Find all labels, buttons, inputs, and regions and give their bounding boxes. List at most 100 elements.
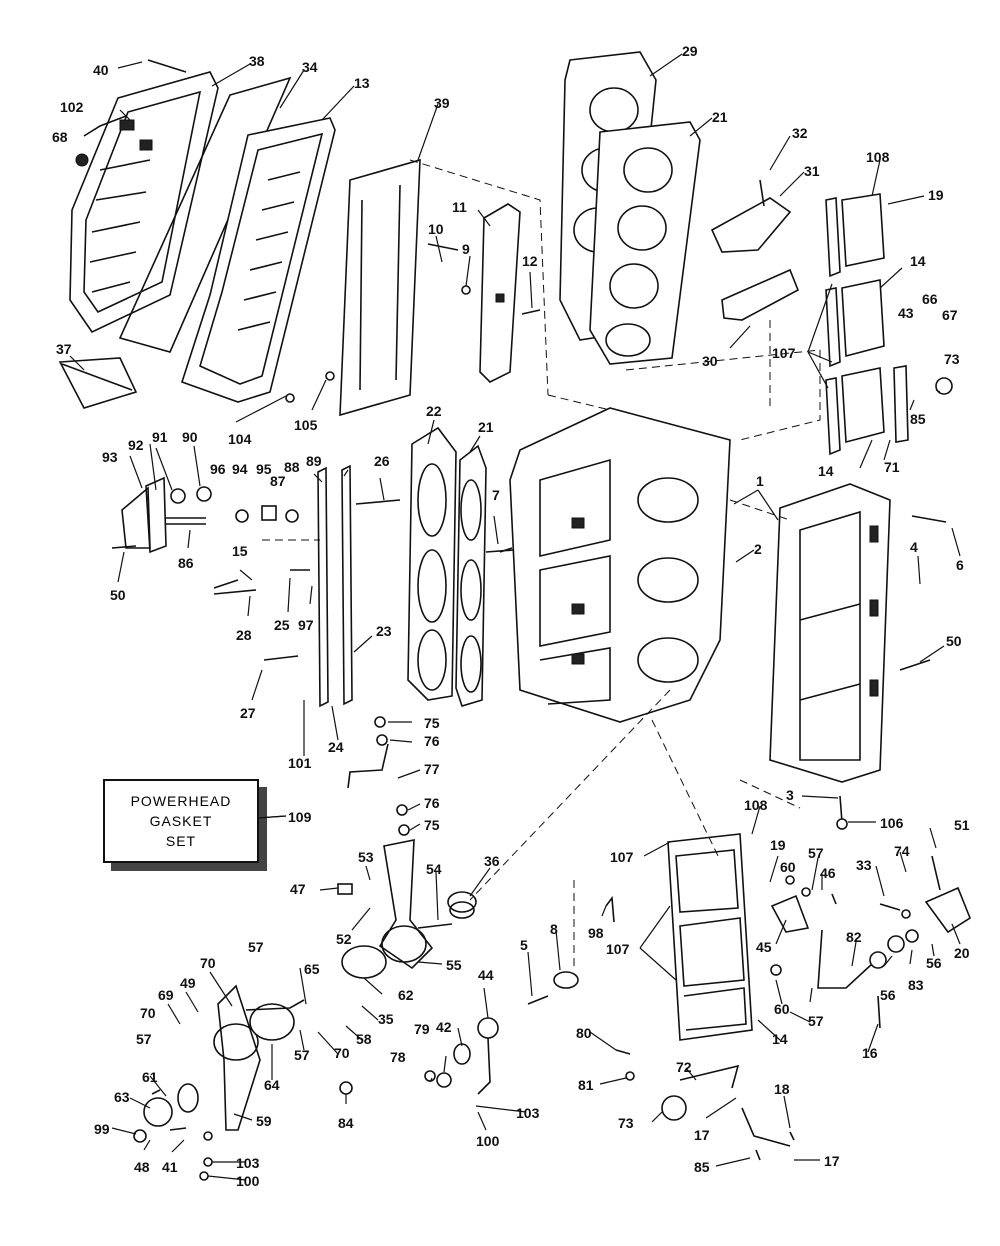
callout-70: 70 — [200, 955, 216, 971]
callout-55: 55 — [446, 957, 462, 973]
callout-17: 17 — [694, 1127, 710, 1143]
callout-78: 78 — [390, 1049, 406, 1065]
gasket-23-part — [341, 464, 353, 706]
callout-15: 15 — [232, 543, 248, 559]
callout-108: 108 — [866, 149, 890, 165]
exhaust-gasket-part — [118, 76, 292, 353]
callout-99: 99 — [94, 1121, 110, 1137]
callout-94: 94 — [232, 461, 248, 477]
callout-62: 62 — [398, 987, 414, 1003]
exhaust-cover-part — [69, 71, 219, 334]
callout-76: 76 — [424, 795, 440, 811]
callout-104: 104 — [228, 431, 252, 447]
callout-65: 65 — [304, 961, 320, 977]
reed-valve-stack-part — [825, 193, 953, 456]
cylinder-head-22-part — [407, 426, 457, 701]
callout-100: 100 — [476, 1133, 500, 1149]
callout-60: 60 — [780, 859, 796, 875]
callout-13: 13 — [354, 75, 370, 91]
callout-57: 57 — [808, 1013, 824, 1029]
callout-102: 102 — [60, 99, 84, 115]
callout-106: 106 — [880, 815, 904, 831]
callout-41: 41 — [162, 1159, 178, 1175]
callout-70: 70 — [334, 1045, 350, 1061]
leader-lines — [69, 53, 961, 1181]
callout-49: 49 — [180, 975, 196, 991]
callout-75: 75 — [424, 715, 440, 731]
callout-85: 85 — [910, 411, 926, 427]
callout-105: 105 — [294, 417, 318, 433]
callout-101: 101 — [288, 755, 312, 771]
callout-52: 52 — [336, 931, 352, 947]
callout-97: 97 — [298, 617, 314, 633]
callout-107: 107 — [610, 849, 634, 865]
callout-5: 5 — [520, 937, 528, 953]
lever-44-part — [477, 1017, 499, 1095]
callout-45: 45 — [756, 939, 772, 955]
callout-7: 7 — [492, 487, 500, 503]
bypass-valve-assembly-part — [111, 476, 299, 554]
bolt-10-part — [427, 243, 459, 251]
crankcase-block-part — [509, 407, 731, 723]
callout-40: 40 — [93, 62, 109, 78]
crankcase-half-part — [769, 483, 891, 783]
gasket-box-line-3: SET — [165, 833, 197, 849]
callout-87: 87 — [270, 473, 286, 489]
callout-39: 39 — [434, 95, 450, 111]
head-gasket-21b-part — [455, 444, 487, 707]
callout-60: 60 — [774, 1001, 790, 1017]
knob-73-part — [661, 1095, 687, 1121]
callout-14: 14 — [772, 1031, 788, 1047]
callout-57: 57 — [294, 1047, 310, 1063]
callout-96: 96 — [210, 461, 226, 477]
callout-10: 10 — [428, 221, 444, 237]
part-drawings — [58, 51, 971, 1181]
callout-56: 56 — [926, 955, 942, 971]
callout-90: 90 — [182, 429, 198, 445]
head-gasket-21-part — [589, 121, 701, 365]
gasket-box-line-2: GASKET — [149, 813, 213, 829]
callout-61: 61 — [142, 1069, 158, 1085]
callout-20: 20 — [954, 945, 970, 961]
callout-56: 56 — [880, 987, 896, 1003]
callout-74: 74 — [894, 843, 910, 859]
callout-36: 36 — [484, 853, 500, 869]
callout-24: 24 — [328, 739, 344, 755]
callout-54: 54 — [426, 861, 442, 877]
callout-77: 77 — [424, 761, 440, 777]
connecting-rod-55-part — [378, 839, 434, 970]
callout-72: 72 — [676, 1059, 692, 1075]
callout-19: 19 — [770, 837, 786, 853]
callout-30: 30 — [702, 353, 718, 369]
callout-86: 86 — [178, 555, 194, 571]
callout-32: 32 — [792, 125, 808, 141]
callout-44: 44 — [478, 967, 494, 983]
hose-77-part — [347, 743, 389, 789]
callout-9: 9 — [462, 241, 470, 257]
callout-18: 18 — [774, 1081, 790, 1097]
callout-50: 50 — [946, 633, 962, 649]
bearing-64-part — [249, 1003, 295, 1041]
callout-98: 98 — [588, 925, 604, 941]
throttle-cam-20-part — [924, 886, 971, 934]
callout-25: 25 — [274, 617, 290, 633]
callout-76: 76 — [424, 733, 440, 749]
callout-63: 63 — [114, 1089, 130, 1105]
callout-75: 75 — [424, 817, 440, 833]
callout-33: 33 — [856, 857, 872, 873]
gasket-37-part — [58, 357, 138, 409]
washer-36-part — [447, 891, 477, 913]
gasket-box-line-1: POWERHEAD — [130, 793, 232, 809]
exhaust-plate-part — [181, 117, 336, 403]
callout-53: 53 — [358, 849, 374, 865]
callout-28: 28 — [236, 627, 252, 643]
powerhead-gasket-set-box: POWERHEAD GASKET SET — [103, 779, 259, 863]
callout-83: 83 — [908, 977, 924, 993]
callout-59: 59 — [256, 1113, 272, 1129]
callout-81: 81 — [578, 1077, 594, 1093]
callout-47: 47 — [290, 881, 306, 897]
callout-93: 93 — [102, 449, 118, 465]
callout-48: 48 — [134, 1159, 150, 1175]
callout-4: 4 — [910, 539, 918, 555]
callout-82: 82 — [846, 929, 862, 945]
